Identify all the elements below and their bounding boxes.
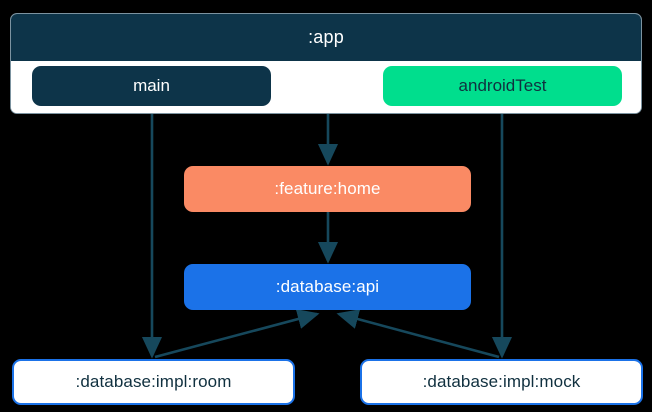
cluster-app-title: :app (11, 14, 641, 61)
edge-database-impl-room-to-database-api (154, 309, 320, 359)
node-main-label: main (133, 76, 170, 95)
node-database-impl-mock[interactable]: :database:impl:mock (360, 359, 643, 405)
node-database-impl-mock-label: :database:impl:mock (422, 372, 581, 391)
node-main[interactable]: main (32, 66, 271, 106)
node-androidtest-label: androidTest (458, 76, 547, 95)
cluster-app-body: main androidTest (11, 61, 641, 113)
node-database-api-label: :database:api (275, 277, 380, 296)
node-feature-home[interactable]: :feature:home (184, 166, 471, 212)
node-database-api[interactable]: :database:api (184, 264, 471, 310)
cluster-app[interactable]: :app main androidTest (10, 13, 642, 114)
node-database-impl-room[interactable]: :database:impl:room (12, 359, 295, 405)
node-database-impl-room-label: :database:impl:room (75, 372, 232, 391)
node-feature-home-label: :feature:home (274, 179, 381, 198)
edge-database-impl-mock-to-database-api (336, 309, 500, 359)
node-androidtest[interactable]: androidTest (383, 66, 622, 106)
